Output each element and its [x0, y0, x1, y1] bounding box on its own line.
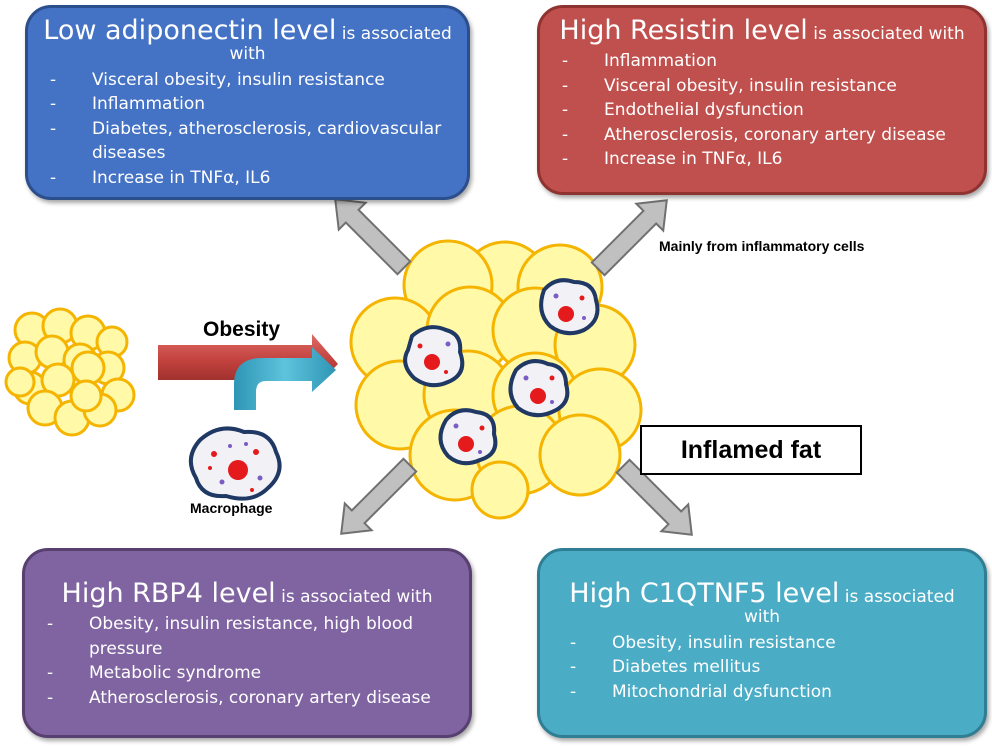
list-item: -Diabetes, atherosclerosis, cardiovascul… [50, 118, 442, 164]
list-item: -Visceral obesity, insulin resistance [562, 75, 897, 96]
adiponectin-list: -Visceral obesity, insulin resistance -I… [40, 68, 455, 191]
resistin-box: High Resistin level is associated with -… [537, 5, 987, 195]
macrophage-label: Macrophage [190, 500, 273, 516]
rbp4-box: High RBP4 level is associated with -Obes… [22, 548, 472, 738]
macrophage-icon [188, 426, 282, 501]
inflamed-fat-label: Inflamed fat [640, 425, 862, 475]
list-item: -Atherosclerosis, coronary artery diseas… [562, 124, 946, 145]
c1qtnf5-box: High C1QTNF5 level is associated with -O… [537, 548, 987, 738]
list-item: -Increase in TNFα, IL6 [562, 149, 783, 170]
arrow-to-rbp4 [340, 457, 418, 535]
resistin-list: -Inflammation -Visceral obesity, insulin… [552, 49, 972, 172]
adiponectin-title-suffix: is associated with [229, 24, 452, 65]
list-item: -Inflammation [562, 51, 718, 72]
list-item: -Atherosclerosis, coronary artery diseas… [47, 687, 431, 708]
resistin-title-suffix: is associated with [807, 24, 965, 44]
adiponectin-title-main: Low adiponectin level [43, 15, 337, 46]
rbp4-title-main: High RBP4 level [61, 578, 276, 609]
list-item: -Mitochondrial dysfunction [570, 681, 832, 702]
rbp4-title: High RBP4 level is associated with [37, 579, 457, 608]
tissue-macrophage-icon [508, 359, 570, 418]
list-item: -Visceral obesity, insulin resistance [50, 69, 385, 90]
adiponectin-box: Low adiponectin level is associated with… [25, 5, 470, 200]
obesity-label: Obesity [203, 318, 281, 341]
rbp4-list: -Obesity, insulin resistance, high blood… [37, 612, 457, 710]
list-item: -Obesity, insulin resistance [570, 632, 836, 653]
lean-fat-cluster [4, 307, 136, 437]
list-item: -Diabetes mellitus [570, 657, 761, 678]
list-item: -Metabolic syndrome [47, 663, 262, 684]
inflammatory-source-label: Mainly from inflammatory cells [659, 238, 865, 254]
arrow-to-adiponectin [334, 198, 412, 276]
list-item: -Inflammation [50, 94, 206, 115]
tissue-macrophage-icon [403, 325, 465, 388]
c1qtnf5-title-main: High C1QTNF5 level [569, 578, 840, 609]
c1qtnf5-list: -Obesity, insulin resistance -Diabetes m… [552, 631, 972, 705]
list-item: -Increase in TNFα, IL6 [50, 167, 271, 188]
c1qtnf5-title: High C1QTNF5 level is associated with [552, 579, 972, 627]
arrow-to-c1qtnf5 [615, 458, 693, 536]
arrow-to-resistin [590, 199, 668, 277]
rbp4-title-suffix: is associated with [275, 587, 433, 607]
tissue-macrophage-icon [438, 408, 498, 466]
adiponectin-title: Low adiponectin level is associated with [40, 16, 455, 64]
list-item: -Endothelial dysfunction [562, 100, 804, 121]
resistin-title-main: High Resistin level [559, 15, 808, 46]
resistin-title: High Resistin level is associated with [552, 16, 972, 45]
macrophage-infiltration-arrow [234, 347, 336, 410]
list-item: -Obesity, insulin resistance, high blood… [47, 614, 414, 659]
c1qtnf5-title-suffix: is associated with [743, 587, 955, 628]
tissue-macrophage-icon [539, 278, 600, 336]
